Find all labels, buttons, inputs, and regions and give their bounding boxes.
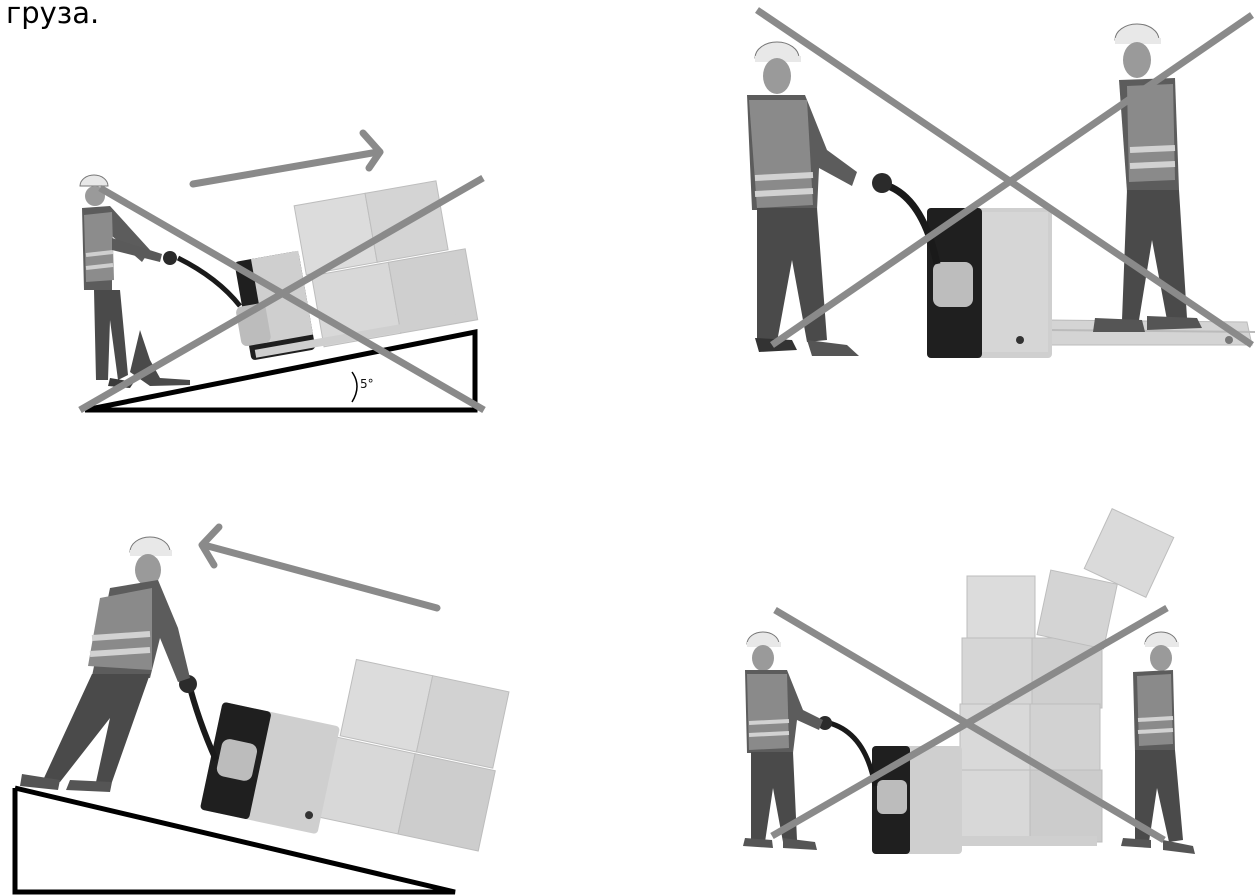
operator [747,42,859,356]
angle-label: 5° [360,377,374,391]
pallet-truck [200,702,340,835]
rider-on-forks [1093,24,1202,332]
angle-arc [352,372,357,402]
panel-person-on-forks [627,0,1255,448]
tiller [825,722,875,786]
direction-arrow [193,133,380,184]
panel-unstable-load [627,448,1255,896]
direction-arrow [202,527,437,608]
panel-correct-downhill [0,448,627,896]
panel-uphill-load-forward: 5° [0,0,627,448]
tiller [188,680,216,760]
load-boxes [318,658,512,851]
worker [20,537,190,792]
pallet-truck [927,208,1052,358]
